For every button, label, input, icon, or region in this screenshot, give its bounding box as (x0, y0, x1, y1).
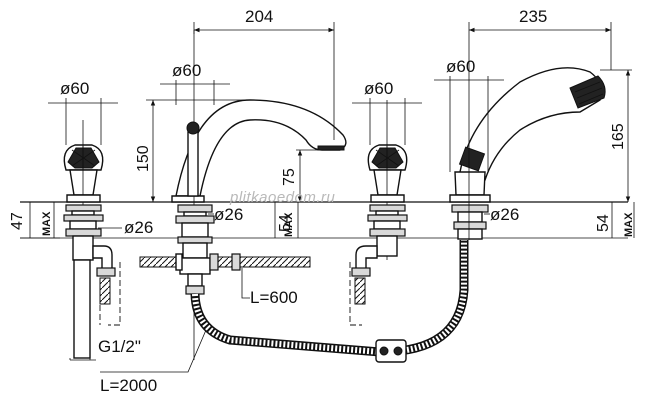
dim-d60-left: ø60 (48, 79, 118, 145)
dim-l600: L=600 (241, 268, 298, 307)
hose-600 (139, 253, 311, 271)
dim-d60-spout-label: ø60 (172, 61, 201, 80)
dim-54-center-label: 54 (277, 214, 294, 232)
dim-150: 150 (135, 99, 250, 202)
spout-connector (175, 204, 215, 295)
dim-l600-label: L=600 (250, 288, 298, 307)
dim-l2000-label: L=2000 (100, 376, 157, 395)
dim-54-max-right: 54 MAX (595, 202, 635, 238)
dim-47-max: 47 MAX (9, 202, 60, 239)
dim-54-right-label: 54 (595, 214, 612, 232)
dim-75: 75 (281, 149, 322, 202)
dim-47-label: 47 (9, 212, 26, 230)
dim-d60-right: ø60 (352, 79, 422, 145)
dim-d26-right: ø26 (484, 205, 519, 224)
dim-d26-center: ø26 (208, 205, 243, 224)
dim-d60-shower: ø60 (434, 57, 504, 172)
dim-max-left-label: MAX (41, 211, 53, 236)
dim-d26-left-label: ø26 (124, 218, 153, 237)
left-valve-handle (63, 120, 116, 359)
dim-d60-spout: ø60 (160, 61, 230, 105)
dim-d60-left-label: ø60 (60, 79, 89, 98)
dim-d60-right-label: ø60 (364, 79, 393, 98)
dim-d26-center-label: ø26 (214, 205, 243, 224)
dim-54-max-center: 54 MAX (274, 202, 299, 238)
dim-max-right-label: MAX (623, 212, 635, 237)
dash-left-supply (108, 262, 121, 326)
dim-g12-label: G1/2" (98, 337, 141, 356)
dim-165: 165 (600, 69, 632, 202)
diverter-lever (186, 121, 200, 197)
right-valve-handle (351, 100, 408, 305)
dash-right-supply (349, 262, 362, 326)
hand-shower (449, 62, 606, 240)
dim-150-label: 150 (135, 145, 152, 172)
dim-204: 204 (193, 7, 335, 140)
dim-d26-right-label: ø26 (490, 205, 519, 224)
dim-d60-shower-label: ø60 (446, 57, 475, 76)
dim-max-center-label: MAX (283, 212, 295, 237)
dim-d26-left: ø26 (98, 218, 153, 237)
hose-2000 (190, 240, 469, 363)
dim-204-label: 204 (245, 7, 273, 26)
dim-235: 235 (468, 7, 612, 70)
dim-l2000: L=2000 (100, 329, 207, 395)
dim-g12: G1/2" (69, 337, 141, 361)
dim-165-label: 165 (610, 123, 627, 150)
dim-235-label: 235 (519, 7, 547, 26)
watermark: plitkaoedom.ru (229, 189, 336, 206)
dim-75-label: 75 (281, 168, 298, 186)
